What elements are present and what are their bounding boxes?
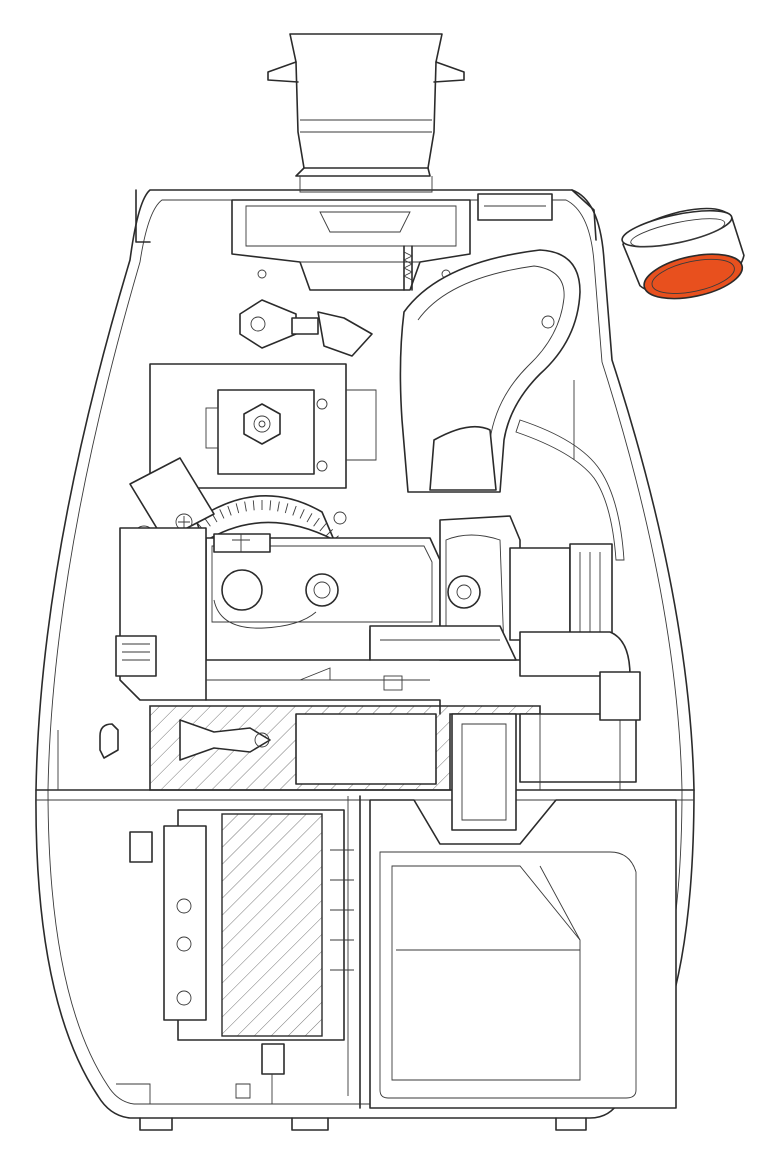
gear-tooth <box>235 503 240 514</box>
gear-tooth <box>204 517 211 527</box>
gear-tooth <box>277 501 280 512</box>
gear-tooth <box>252 500 255 511</box>
top-brew-assembly <box>231 193 553 291</box>
gear-tooth <box>306 513 313 523</box>
brew-lever <box>399 249 625 561</box>
water-tank <box>369 799 677 1109</box>
gear-tooth <box>219 509 225 519</box>
drip-chute <box>451 671 641 831</box>
pipe-fitting <box>239 299 373 357</box>
gear-tooth <box>244 501 247 512</box>
gear-tooth <box>319 523 327 532</box>
gear-tooth <box>325 528 334 537</box>
gear-tooth <box>269 500 272 511</box>
gear-tooth <box>292 505 297 516</box>
left-frame <box>115 527 441 715</box>
capsule-pod-icon <box>621 207 745 300</box>
gear-tooth <box>313 517 320 527</box>
gear-tooth <box>299 509 305 519</box>
gear-tooth <box>227 505 232 516</box>
mid-chassis <box>57 705 541 791</box>
top-funnel <box>267 33 465 193</box>
brew-unit <box>205 515 631 677</box>
gear-tooth <box>284 503 289 514</box>
heater-block <box>116 795 361 1109</box>
